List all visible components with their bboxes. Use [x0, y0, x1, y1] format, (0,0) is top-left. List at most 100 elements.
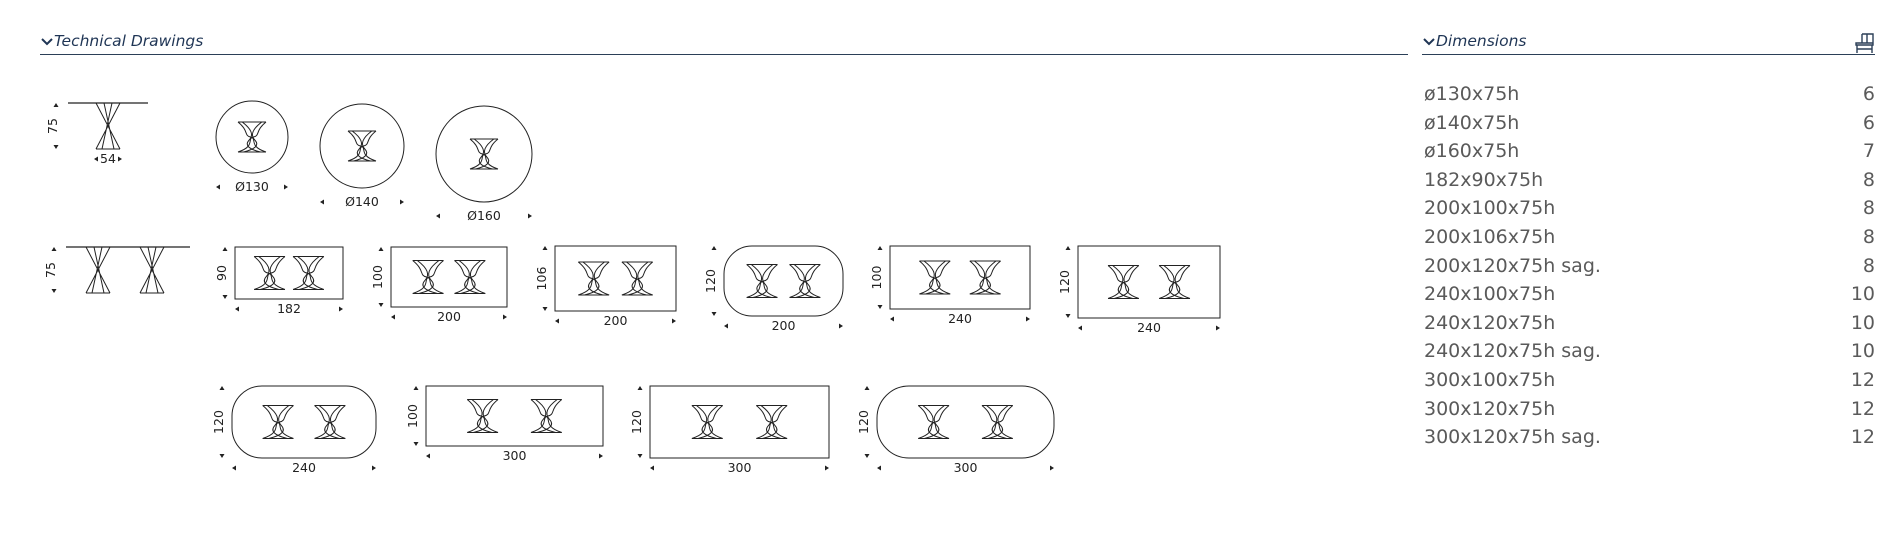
dimension-row: 200x120x75h sag. 8 [1424, 252, 1875, 281]
arrow-left-icon [890, 316, 894, 322]
table-base [919, 260, 951, 295]
dimension-label: 200 [604, 313, 628, 328]
arrow-down-icon [219, 454, 225, 458]
arrow-right-icon [118, 156, 122, 162]
table-base [981, 405, 1014, 439]
chevron-down-icon[interactable] [40, 34, 54, 48]
arrow-down-icon [51, 289, 57, 293]
dimension-size: 200x106x75h [1424, 225, 1556, 248]
dimension-row: 300x120x75h sag.12 [1424, 423, 1875, 452]
table-base [746, 264, 778, 298]
dimension-seats: 12 [1850, 368, 1875, 391]
table-base [1107, 265, 1140, 299]
table-top [649, 385, 830, 459]
dimension-label: 100 [405, 404, 420, 428]
dimension-label: 120 [856, 410, 871, 434]
dimension-label: 182 [277, 301, 301, 316]
technical-drawings-header[interactable]: Technical Drawings [40, 30, 1408, 55]
table-base [412, 260, 444, 294]
dimension-label: 120 [629, 410, 644, 434]
table-base [262, 405, 294, 439]
rect-top-drawing: 100 300 [405, 385, 604, 463]
arrow-down-icon [864, 454, 870, 458]
arrow-up-icon [864, 386, 870, 390]
table-top [390, 246, 508, 308]
dimension-label: 240 [1137, 320, 1161, 335]
round-top-drawing: Ø130 [215, 100, 289, 194]
dimension-label: 106 [534, 267, 549, 291]
chevron-down-icon[interactable] [1422, 34, 1436, 48]
table-base [454, 260, 486, 294]
arrow-right-icon [599, 453, 603, 459]
table-top [231, 385, 377, 459]
dimension-size: 240x100x75h [1424, 283, 1556, 306]
arrow-left-icon [555, 318, 559, 324]
dimension-size: ø130x75h [1424, 83, 1520, 105]
table-base [237, 121, 267, 153]
dimension-row: 300x120x75h 12 [1424, 395, 1875, 424]
dimension-size: 240x120x75h sag. [1424, 340, 1601, 363]
table-base [469, 138, 499, 170]
table-base [1158, 265, 1191, 299]
arrow-right-icon [400, 199, 404, 205]
dimension-seats: 12 [1850, 426, 1875, 449]
table-base [466, 399, 499, 433]
arrow-down-icon [711, 312, 717, 316]
arrow-left-icon [216, 184, 220, 190]
dimension-row: 200x100x75h 8 [1424, 194, 1875, 223]
dimension-seats: 8 [1862, 225, 1875, 248]
dimension-seats: 6 [1862, 111, 1875, 134]
leg-x [85, 246, 111, 294]
arrow-left-icon [391, 314, 395, 320]
arrow-right-icon [528, 213, 532, 219]
technical-drawings-title: Technical Drawings [54, 32, 204, 50]
table-base [314, 405, 346, 439]
arrow-left-icon [235, 306, 239, 312]
dimension-label: 54 [100, 151, 116, 166]
arrow-up-icon [219, 386, 225, 390]
dimension-label: 300 [503, 448, 527, 463]
arrow-right-icon [1050, 465, 1054, 471]
arrow-right-icon [372, 465, 376, 471]
dimension-size: 182x90x75h [1424, 168, 1544, 191]
dimension-size: 200x100x75h [1424, 197, 1556, 220]
dimension-label: Ø130 [235, 179, 269, 194]
table-top [215, 100, 289, 174]
arrow-right-icon [839, 323, 843, 329]
table-top [435, 105, 533, 203]
table-base [691, 405, 723, 439]
dimension-seats: 8 [1862, 254, 1875, 277]
arrow-left-icon [232, 465, 236, 471]
dimension-seats: 8 [1862, 197, 1875, 220]
dimension-label: Ø140 [345, 194, 379, 209]
dimensions-header[interactable]: Dimensions [1422, 30, 1875, 55]
dimension-row: 240x120x75h sag.10 [1424, 337, 1875, 366]
round-top-drawing: Ø140 [319, 103, 405, 209]
table-top [425, 385, 604, 447]
dimension-seats: 12 [1850, 397, 1875, 420]
table-base [756, 405, 788, 439]
dimension-size: 200x120x75h sag. [1424, 254, 1601, 277]
arrow-down-icon [637, 454, 643, 458]
arrow-right-icon [503, 314, 507, 320]
dimension-size: 300x120x75h [1424, 397, 1556, 420]
dimension-seats: 10 [1850, 283, 1875, 306]
dimension-label: 100 [869, 266, 884, 290]
table-top [1077, 245, 1221, 319]
arrow-up-icon [378, 247, 384, 251]
arrow-left-icon [650, 465, 654, 471]
arrow-up-icon [637, 386, 643, 390]
side-view-drawing: 75 [43, 246, 190, 294]
dimension-label: 120 [703, 269, 718, 293]
